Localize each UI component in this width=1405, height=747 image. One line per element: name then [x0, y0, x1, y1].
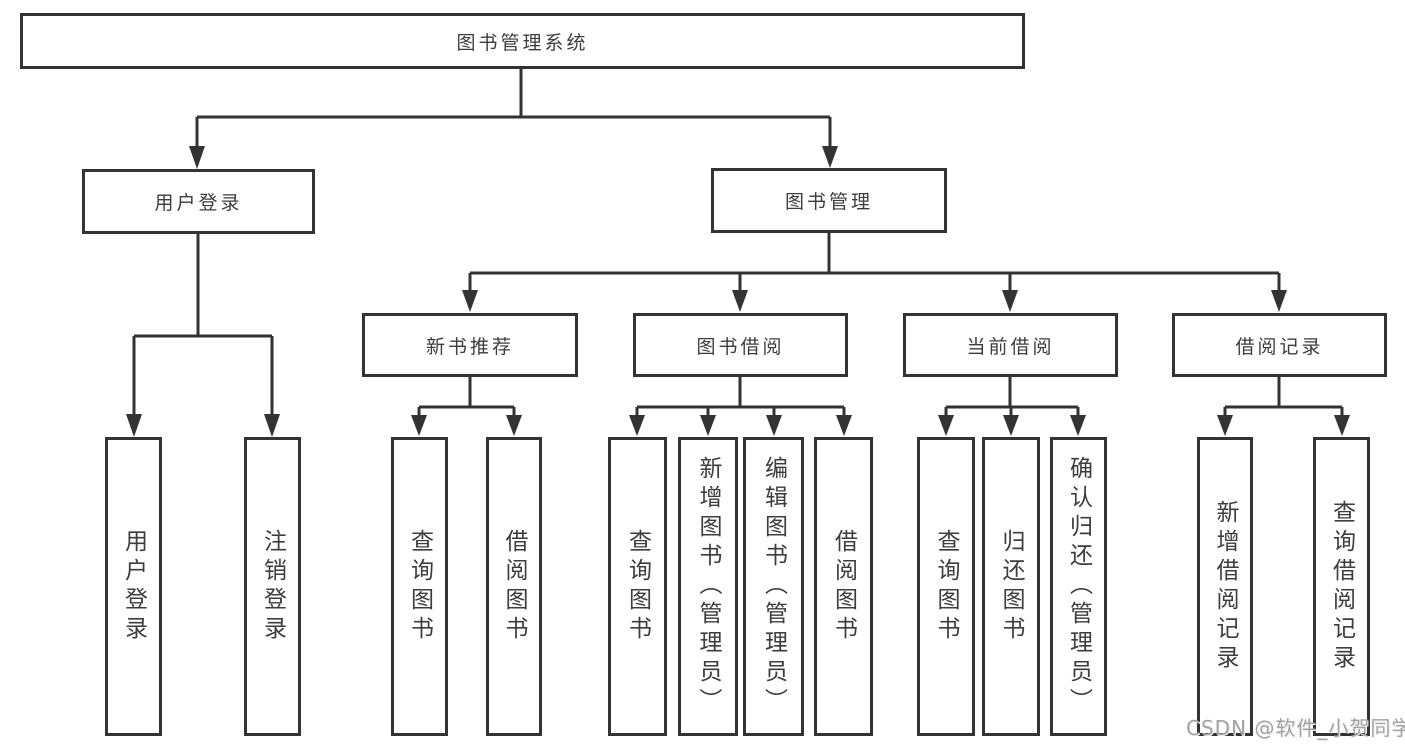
arrowhead-cb-return: [1003, 415, 1019, 436]
connector-book-borrow-children: [635, 377, 846, 416]
leaf-bb-borrow-books: 借阅图书: [814, 437, 873, 736]
leaf-nb-query-books: 查询图书: [391, 437, 448, 736]
leaf-nb-borrow-books: 借阅图书: [486, 437, 542, 736]
connector-borrow-records-children: [1223, 377, 1344, 416]
arrowhead-new-book-rec: [462, 290, 478, 312]
csdn-watermark: CSDN @软件_小贺同学: [1186, 716, 1405, 740]
leaf-bb-query-books: 查询图书: [608, 437, 667, 736]
arrowhead-cb-query: [938, 415, 954, 436]
node-current-borrow: 当前借阅: [903, 313, 1118, 377]
leaf-bb-edit-books-admin: 编辑图书（管理员）: [743, 437, 804, 736]
arrowhead-user-login: [189, 146, 205, 169]
arrowhead-leaf-logout: [264, 414, 280, 437]
leaf-user-login: 用户登录: [105, 437, 162, 736]
arrowhead-br-query: [1334, 415, 1350, 436]
node-user-login: 用户登录: [82, 169, 315, 234]
arrowhead-bb-add: [700, 415, 716, 436]
arrowhead-cb-confirm: [1070, 415, 1086, 436]
arrowhead-nb-borrow: [506, 415, 522, 436]
node-root-system: 图书管理系统: [20, 13, 1025, 69]
arrowhead-book-borrow: [732, 290, 748, 312]
node-book-borrow: 图书借阅: [633, 313, 848, 377]
node-book-mgmt: 图书管理: [711, 168, 947, 233]
connector-user-login-children: [132, 234, 274, 415]
connector-current-borrow-children: [944, 377, 1080, 416]
leaf-cb-return-books: 归还图书: [982, 437, 1040, 736]
leaf-logout: 注销登录: [244, 437, 301, 736]
arrowhead-bb-edit: [766, 415, 782, 436]
leaf-cb-query-books: 查询图书: [917, 437, 975, 736]
arrowhead-bb-borrow: [836, 415, 852, 436]
node-new-book-rec: 新书推荐: [362, 313, 578, 377]
arrowhead-nb-query: [411, 415, 427, 436]
node-borrow-records: 借阅记录: [1172, 313, 1387, 377]
arrowhead-borrow-records: [1271, 290, 1287, 312]
arrowhead-br-add: [1217, 415, 1233, 436]
arrowhead-current-borrow: [1002, 290, 1018, 312]
leaf-bb-add-books-admin: 新增图书（管理员）: [678, 437, 738, 736]
arrowhead-book-mgmt: [822, 146, 838, 168]
connector-book-mgmt-children: [468, 233, 1281, 291]
leaf-br-add-record: 新增借阅记录: [1197, 437, 1253, 736]
leaf-br-query-record: 查询借阅记录: [1313, 437, 1370, 736]
connector-new-book-rec-children: [417, 377, 516, 416]
arrowhead-leaf-user-login: [126, 414, 142, 437]
arrowhead-bb-query: [629, 415, 645, 436]
connector-root-to-level2: [195, 69, 832, 147]
leaf-cb-confirm-return-admin: 确认归还（管理员）: [1050, 437, 1107, 736]
